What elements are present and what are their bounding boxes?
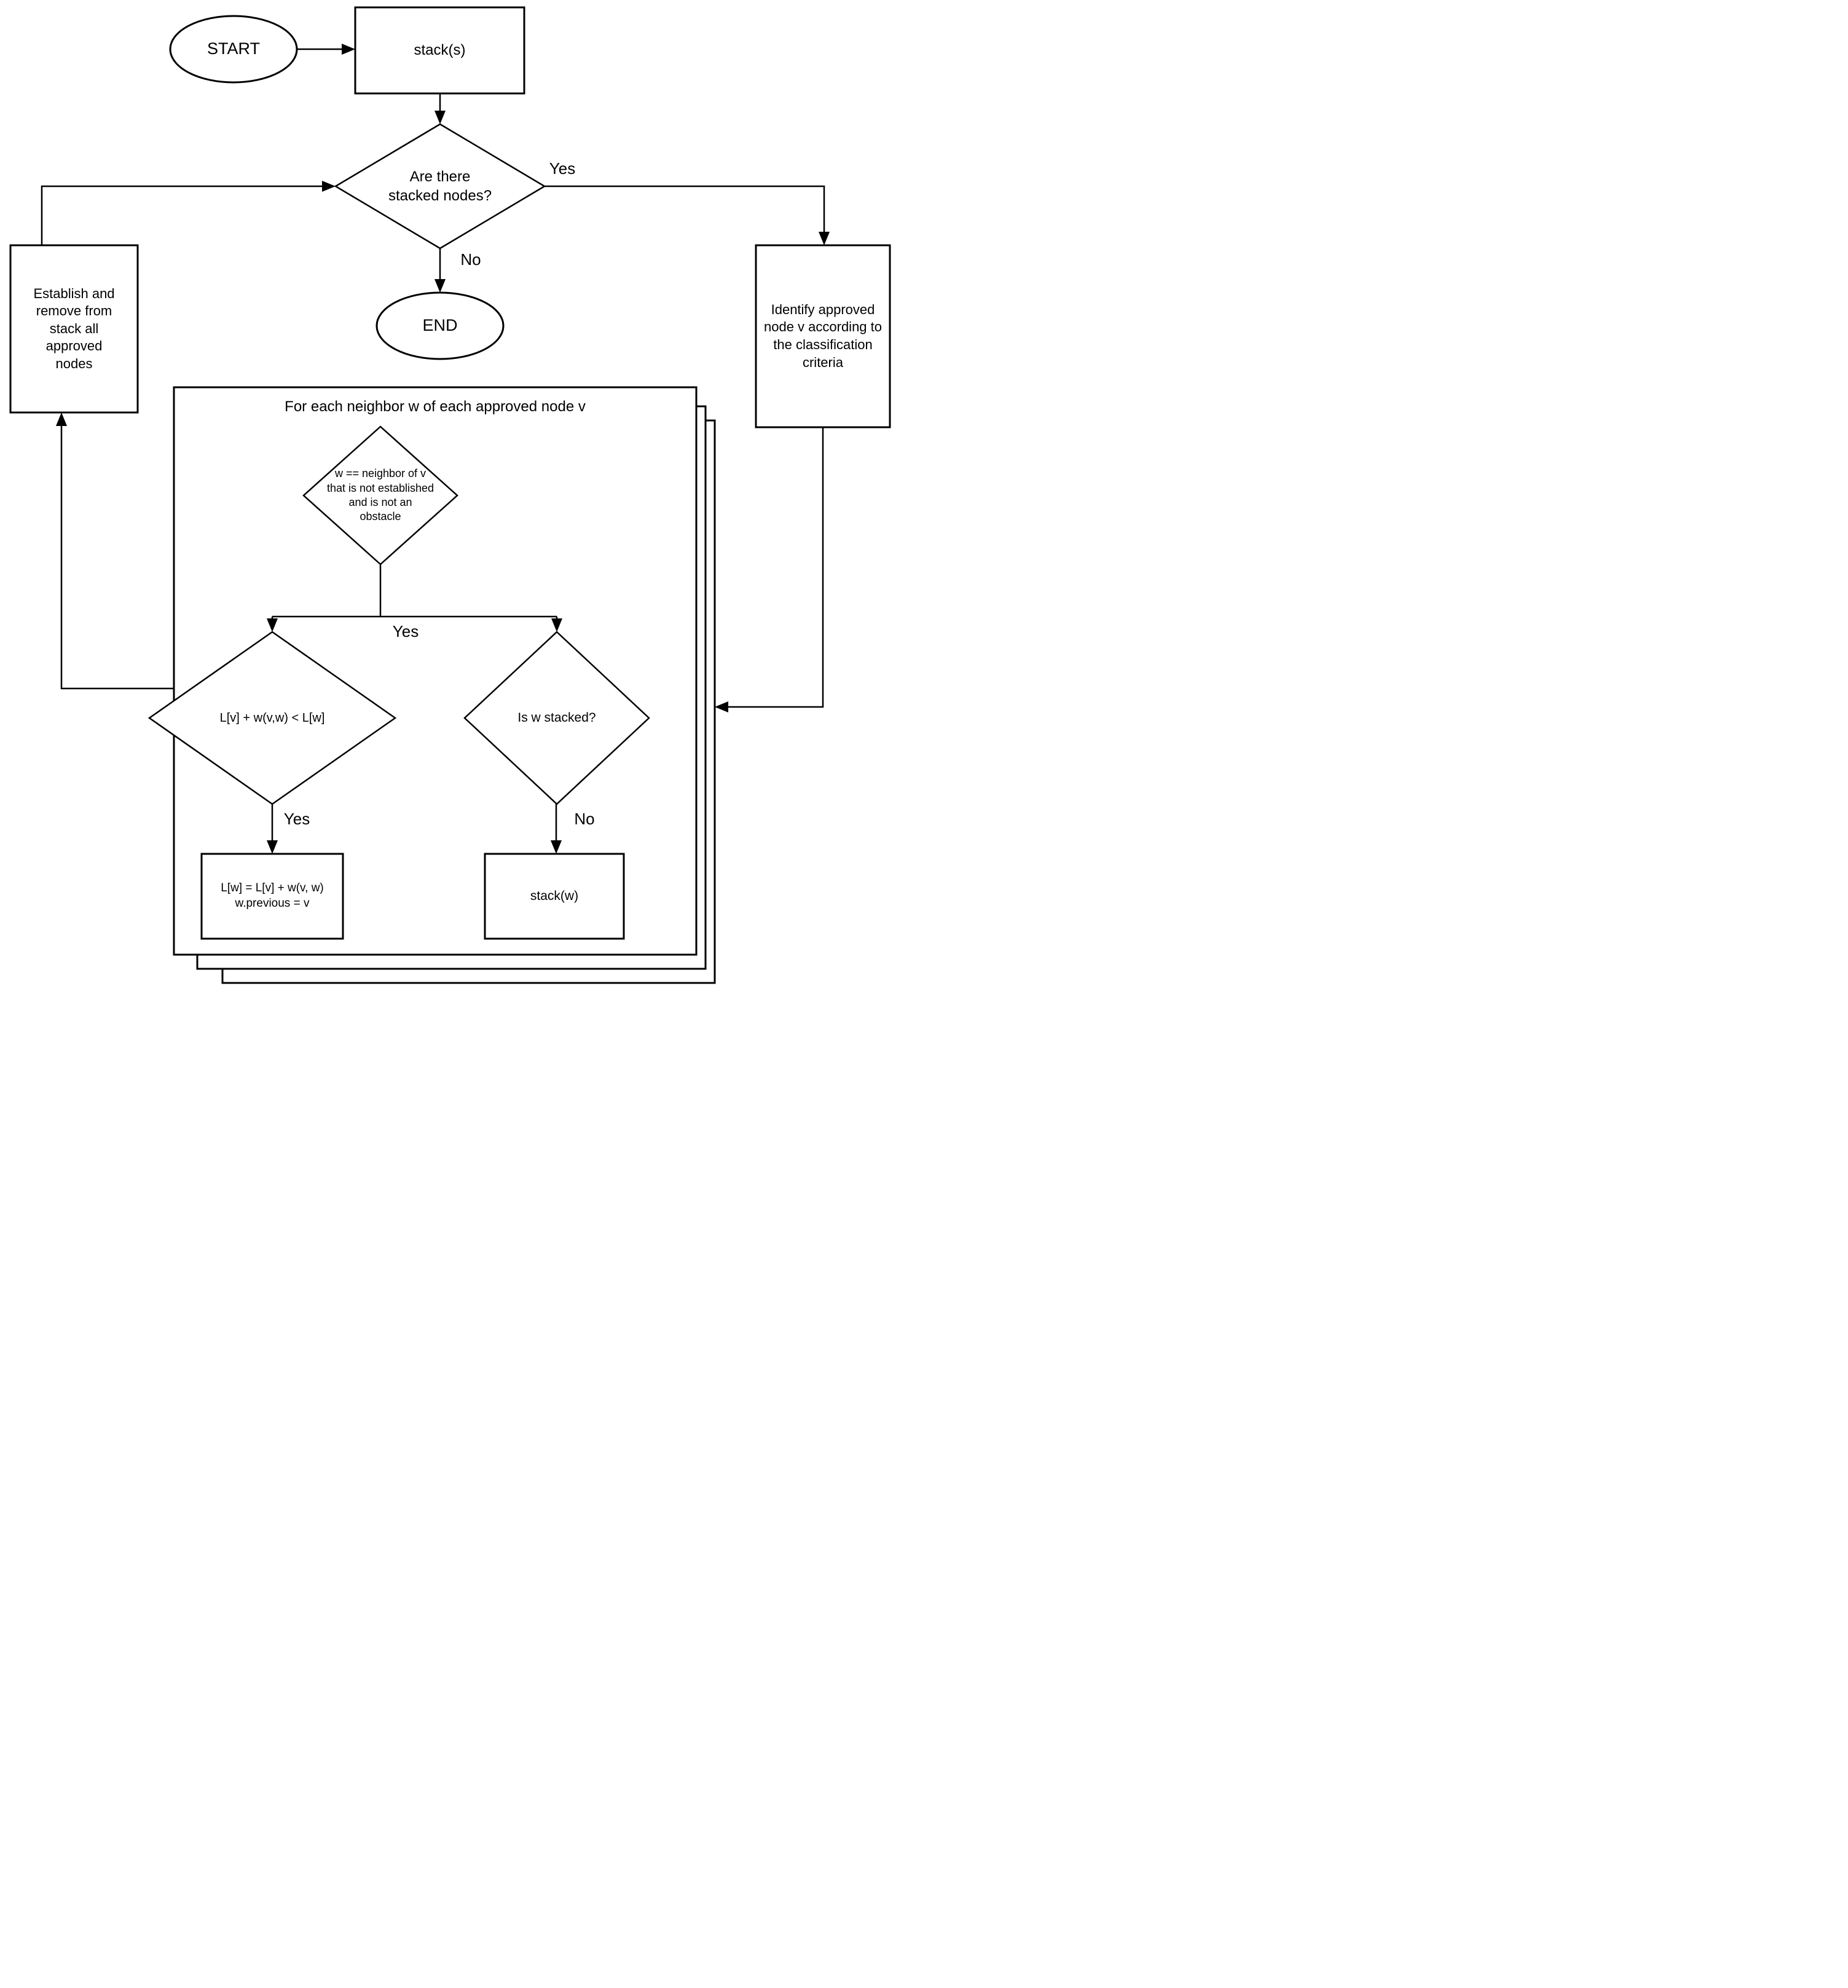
edge-identify-to-loop (721, 427, 824, 708)
neighbor-decision (302, 425, 458, 566)
arrowhead-into-relax-q (267, 618, 278, 632)
identify-node (755, 244, 891, 428)
end-node (375, 291, 505, 360)
arrowhead-into-decision (434, 111, 446, 124)
edge-establish-to-decision (41, 185, 329, 245)
arrowhead-into-end (434, 279, 446, 293)
stack-s-node (354, 6, 525, 95)
relax-decision (147, 631, 397, 805)
arrowhead-into-decision-left (322, 181, 336, 192)
establish-node (9, 244, 139, 414)
flowchart-shapes (9, 6, 891, 984)
arrowhead-into-stack-w (551, 840, 562, 854)
arrowhead-into-identify (819, 232, 830, 245)
arrowhead-into-relax (267, 840, 278, 854)
arrowhead-into-establish (56, 412, 67, 426)
arrowhead-into-loop-container (715, 701, 728, 712)
edge-decision-yes-to-identify (545, 185, 825, 239)
stacked-nodes-decision (334, 123, 546, 250)
arrowhead-into-stack (342, 44, 355, 55)
arrowheads (56, 44, 830, 854)
edge-loop-to-establish (60, 419, 174, 690)
arrowhead-into-stacked-q (551, 618, 562, 632)
stacked-w-decision (463, 631, 650, 805)
stack-w-node (484, 853, 625, 940)
relax-node (200, 853, 344, 940)
start-node (169, 15, 298, 84)
flowchart-canvas: START stack(s) Are there stacked nodes? … (0, 0, 924, 994)
